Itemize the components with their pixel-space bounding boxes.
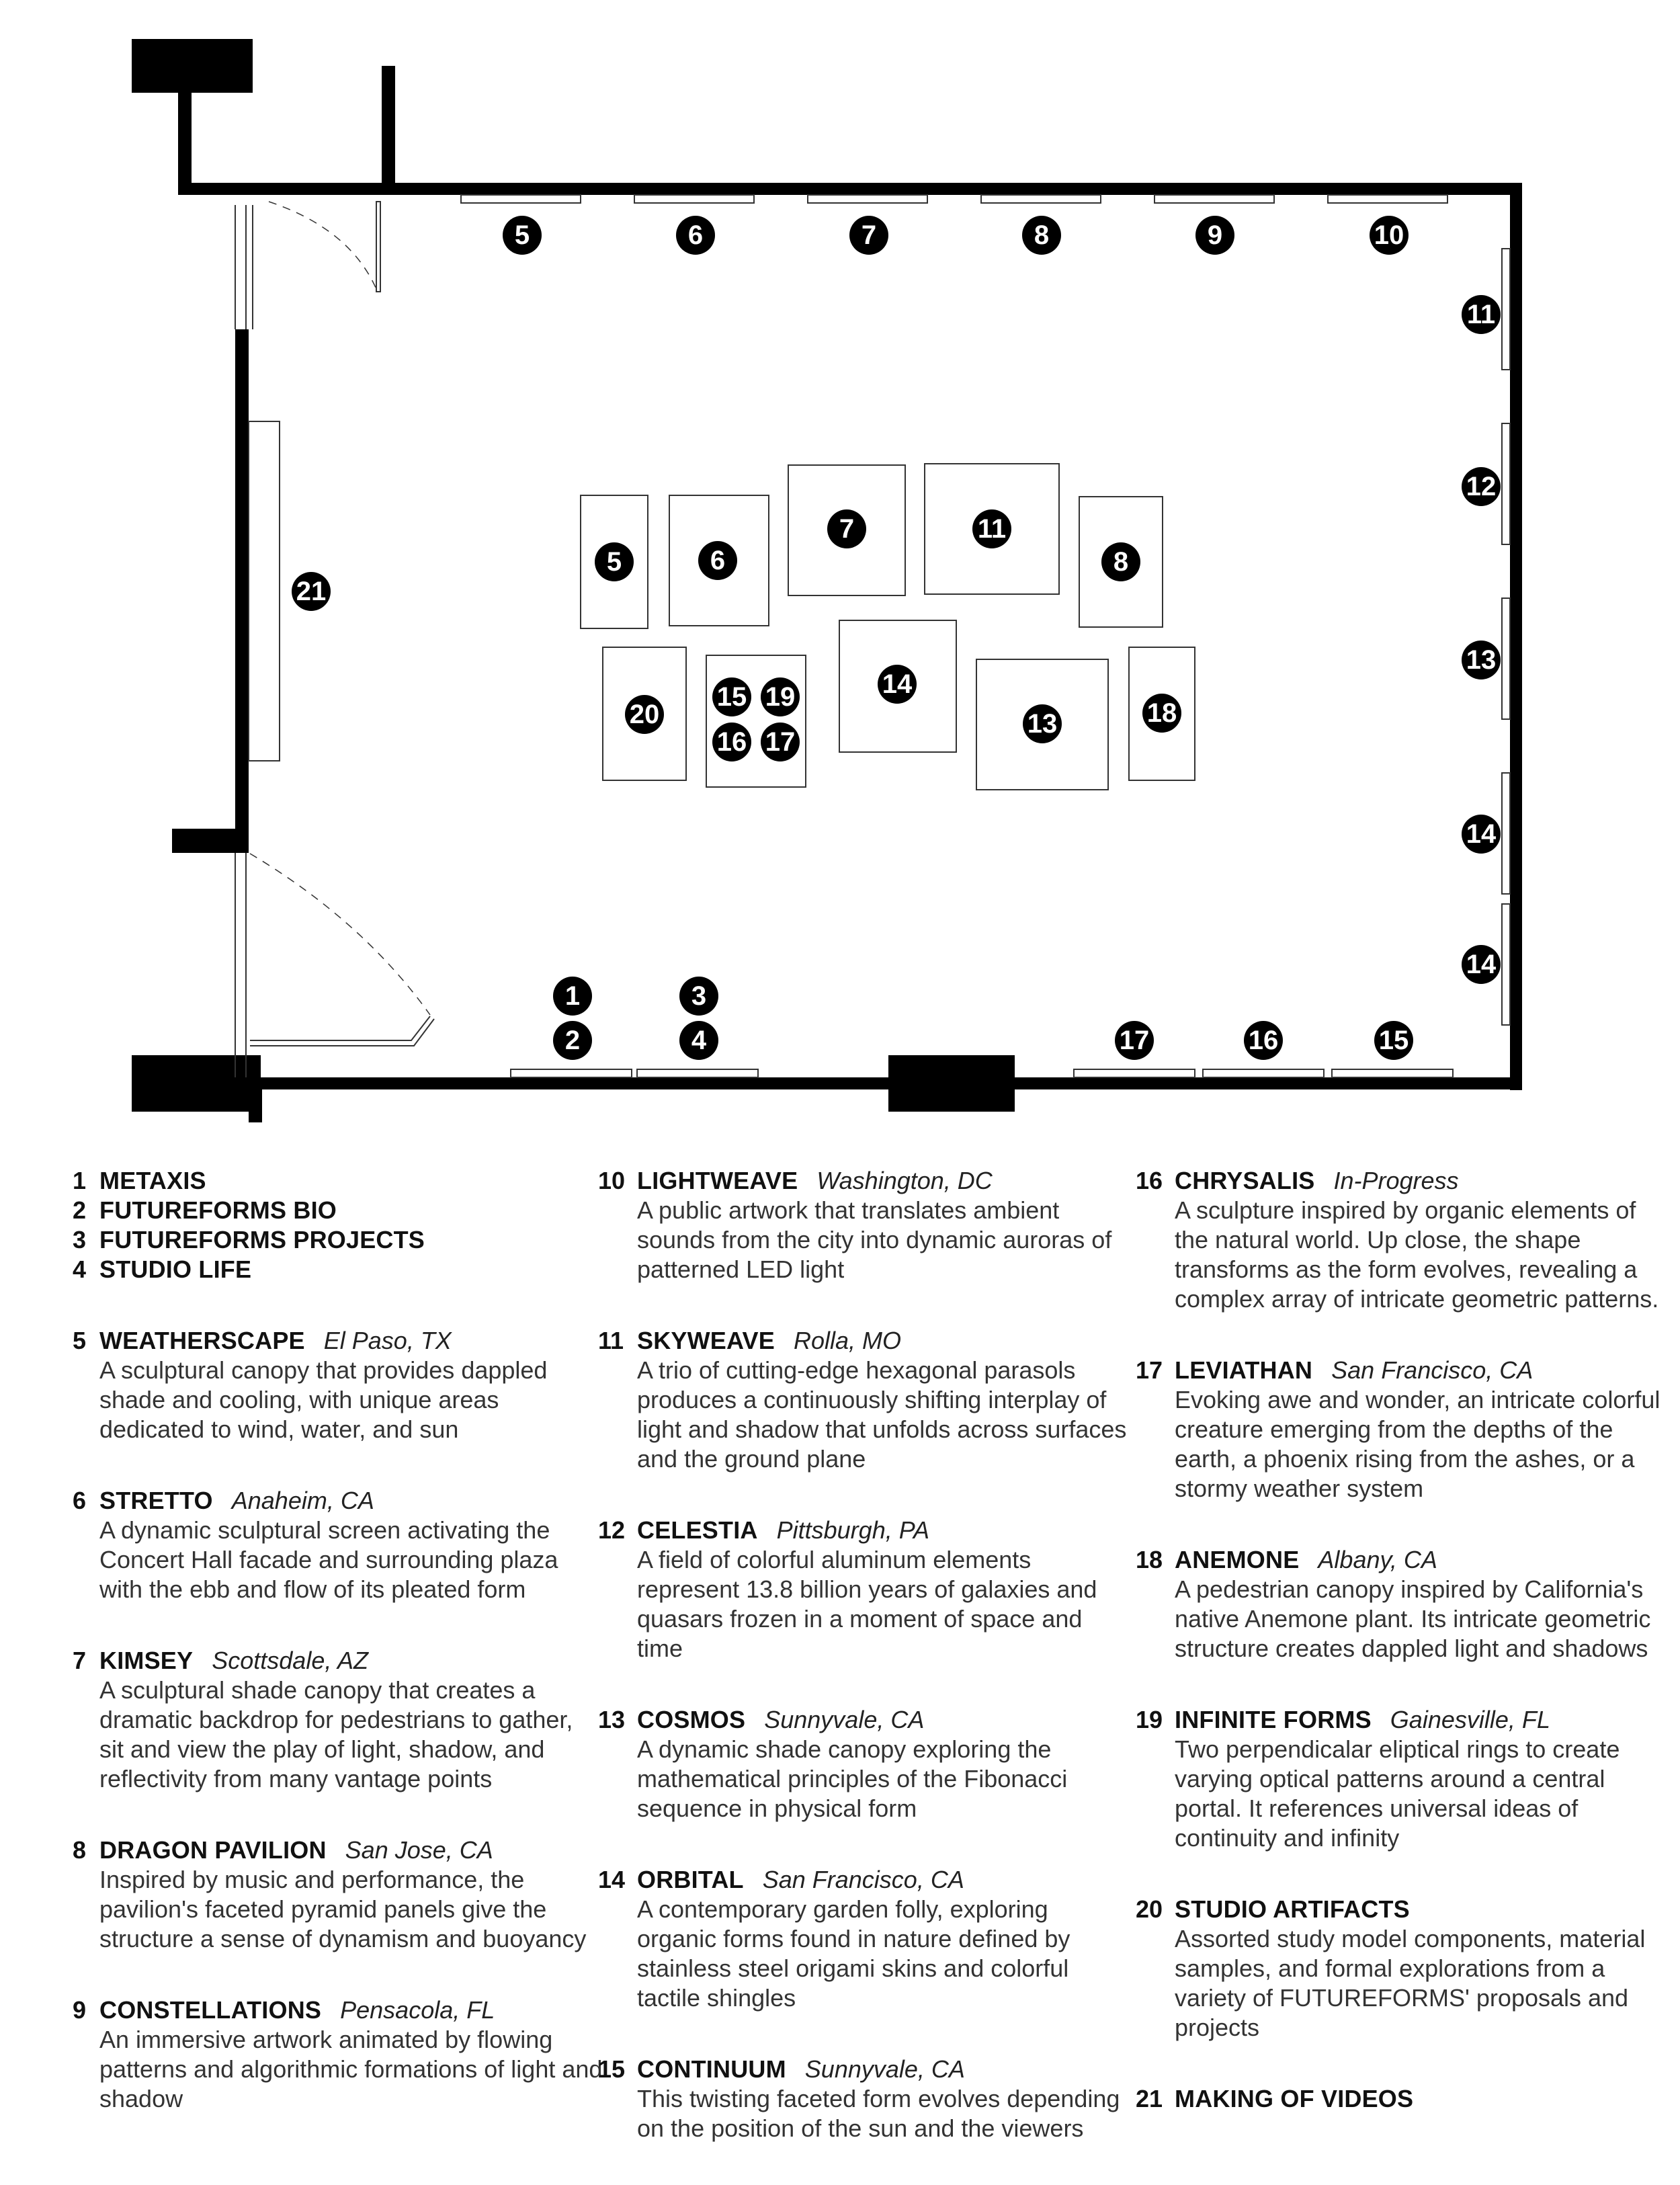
marker: 7 — [849, 216, 888, 255]
marker: 21 — [292, 572, 331, 611]
marker: 16 — [712, 723, 751, 761]
marker: 13 — [1023, 704, 1062, 743]
walls — [132, 39, 1522, 1122]
svg-text:8: 8 — [1114, 547, 1128, 577]
marker: 5 — [595, 542, 634, 581]
marker: 14 — [1462, 945, 1501, 984]
marker: 7 — [827, 509, 866, 548]
marker: 17 — [761, 723, 800, 761]
svg-text:6: 6 — [710, 546, 725, 575]
marker: 17 — [1115, 1021, 1154, 1060]
svg-text:17: 17 — [765, 727, 796, 757]
marker: 16 — [1244, 1021, 1283, 1060]
marker: 19 — [761, 677, 800, 716]
svg-text:15: 15 — [1379, 1026, 1409, 1055]
marker: 6 — [698, 541, 737, 580]
marker: 4 — [679, 1021, 718, 1060]
marker: 20 — [625, 695, 664, 734]
marker: 15 — [1374, 1021, 1413, 1060]
svg-text:14: 14 — [1466, 819, 1497, 849]
marker: 3 — [679, 977, 718, 1016]
svg-text:5: 5 — [515, 220, 530, 250]
marker: 6 — [676, 216, 715, 255]
marker: 15 — [712, 677, 751, 716]
svg-text:4: 4 — [691, 1026, 707, 1055]
svg-text:2: 2 — [565, 1026, 580, 1055]
marker: 11 — [972, 509, 1011, 548]
svg-text:14: 14 — [1466, 950, 1497, 979]
wall-left-markers: 21 — [292, 572, 331, 611]
svg-text:21: 21 — [296, 577, 327, 606]
svg-text:20: 20 — [630, 700, 660, 729]
svg-text:7: 7 — [839, 514, 854, 544]
svg-text:15: 15 — [717, 682, 747, 712]
marker: 12 — [1462, 467, 1501, 506]
wall-bottom-markers: 1 2 3 4 17 16 15 — [553, 977, 1413, 1060]
svg-text:16: 16 — [717, 727, 747, 757]
svg-text:10: 10 — [1374, 220, 1404, 250]
marker: 13 — [1462, 641, 1501, 679]
svg-text:1: 1 — [565, 981, 580, 1011]
marker: 9 — [1195, 216, 1234, 255]
svg-text:11: 11 — [978, 514, 1006, 544]
table-markers: 5 6 7 11 8 20 15 19 16 17 14 13 18 — [595, 509, 1181, 761]
svg-text:5: 5 — [607, 547, 622, 577]
svg-text:17: 17 — [1120, 1026, 1150, 1055]
wall-top-markers: 5 6 7 8 9 10 — [503, 216, 1409, 255]
svg-text:9: 9 — [1208, 220, 1222, 250]
marker: 8 — [1022, 216, 1061, 255]
svg-text:19: 19 — [765, 682, 796, 712]
marker: 14 — [1462, 815, 1501, 854]
svg-text:16: 16 — [1249, 1026, 1279, 1055]
thin-lines — [235, 194, 1511, 1078]
svg-text:3: 3 — [691, 981, 706, 1011]
marker: 14 — [878, 665, 917, 704]
svg-text:11: 11 — [1467, 300, 1495, 329]
svg-text:6: 6 — [688, 220, 703, 250]
marker: 18 — [1142, 694, 1181, 733]
svg-text:12: 12 — [1466, 472, 1497, 501]
svg-text:8: 8 — [1034, 220, 1049, 250]
marker: 8 — [1101, 542, 1140, 581]
marker: 11 — [1462, 295, 1501, 334]
svg-text:7: 7 — [862, 220, 876, 250]
marker: 10 — [1370, 216, 1409, 255]
wall-right-markers: 11 12 13 14 14 — [1462, 295, 1501, 984]
svg-text:18: 18 — [1147, 698, 1177, 728]
svg-text:13: 13 — [1027, 709, 1058, 739]
marker: 5 — [503, 216, 542, 255]
floor-plan: 5 6 7 8 9 10 11 12 13 14 14 1 2 3 4 17 1… — [132, 39, 1522, 1122]
svg-text:14: 14 — [882, 669, 913, 699]
marker: 1 — [553, 977, 592, 1016]
svg-text:13: 13 — [1466, 645, 1497, 675]
marker: 2 — [553, 1021, 592, 1060]
